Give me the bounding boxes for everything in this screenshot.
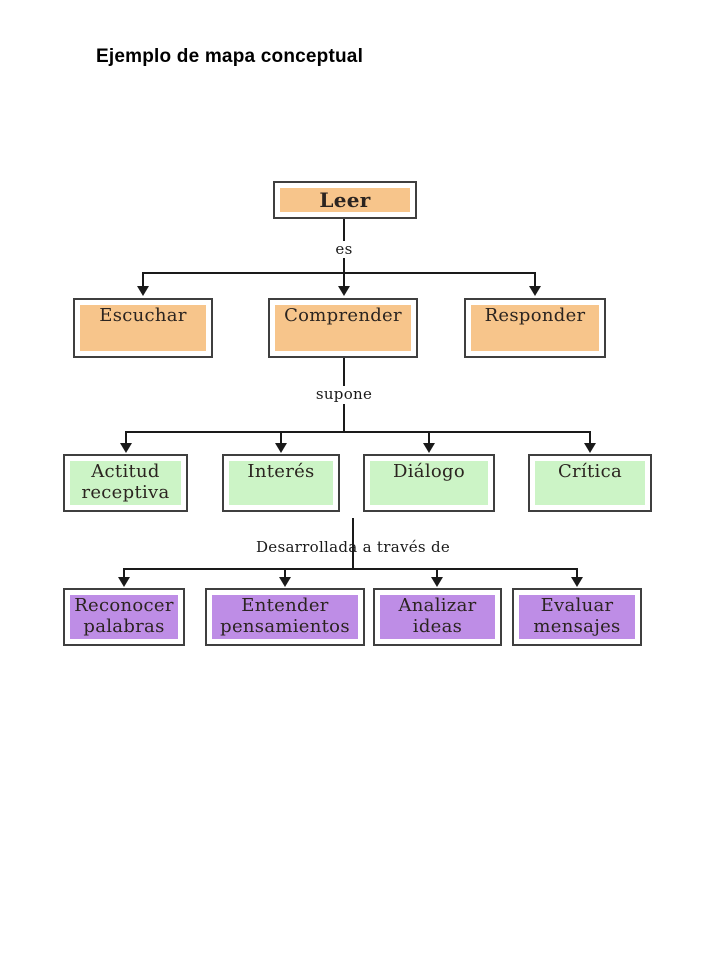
link-label-desarrollada: Desarrollada a través de	[255, 538, 451, 556]
node-analizar-ideas-label: Analizar ideas	[380, 595, 495, 639]
slide-title: Ejemplo de mapa conceptual	[96, 46, 364, 67]
connector-line	[284, 568, 286, 579]
node-comprender: Comprender	[268, 298, 418, 358]
arrow-down-icon	[431, 577, 443, 587]
node-entender-pensamientos-label: Entender pensamientos	[212, 595, 358, 639]
arrow-down-icon	[137, 286, 149, 296]
node-analizar-ideas: Analizar ideas	[373, 588, 502, 646]
link-label-supone: supone	[315, 385, 373, 403]
connector-line	[123, 568, 125, 579]
arrow-down-icon	[423, 443, 435, 453]
node-reconocer-palabras: Reconocer palabras	[63, 588, 185, 646]
node-escuchar-label: Escuchar	[80, 305, 206, 351]
node-responder: Responder	[464, 298, 606, 358]
arrow-down-icon	[338, 286, 350, 296]
node-escuchar: Escuchar	[73, 298, 213, 358]
node-evaluar-mensajes-label: Evaluar mensajes	[519, 595, 635, 639]
connector-line	[576, 568, 578, 579]
arrow-down-icon	[584, 443, 596, 453]
node-evaluar-mensajes: Evaluar mensajes	[512, 588, 642, 646]
node-critica: Crítica	[528, 454, 652, 512]
connector-line	[343, 219, 345, 241]
connector-line	[343, 404, 345, 431]
connector-line	[142, 272, 144, 287]
node-leer: Leer	[273, 181, 417, 219]
link-label-es: es	[335, 240, 353, 258]
node-critica-label: Crítica	[535, 461, 645, 505]
connector-line	[125, 431, 590, 433]
connector-line	[428, 431, 430, 444]
connector-line	[343, 258, 345, 272]
node-interes-label: Interés	[229, 461, 333, 505]
arrow-down-icon	[571, 577, 583, 587]
connector-line	[589, 431, 591, 444]
arrow-down-icon	[120, 443, 132, 453]
node-reconocer-palabras-label: Reconocer palabras	[70, 595, 178, 639]
connector-line	[343, 358, 345, 386]
arrow-down-icon	[118, 577, 130, 587]
arrow-down-icon	[529, 286, 541, 296]
node-comprender-label: Comprender	[275, 305, 411, 351]
connector-line	[343, 272, 345, 287]
connector-line	[123, 568, 578, 570]
node-leer-label: Leer	[280, 188, 410, 212]
node-actitud-receptiva-label: Actitud receptiva	[70, 461, 181, 505]
connector-line	[436, 568, 438, 579]
node-responder-label: Responder	[471, 305, 599, 351]
connector-line	[280, 431, 282, 444]
node-dialogo: Diálogo	[363, 454, 495, 512]
node-interes: Interés	[222, 454, 340, 512]
arrow-down-icon	[275, 443, 287, 453]
node-actitud-receptiva: Actitud receptiva	[63, 454, 188, 512]
connector-line	[125, 431, 127, 444]
connector-line	[352, 518, 354, 568]
connector-line	[142, 272, 536, 274]
connector-line	[534, 272, 536, 287]
node-dialogo-label: Diálogo	[370, 461, 488, 505]
arrow-down-icon	[279, 577, 291, 587]
node-entender-pensamientos: Entender pensamientos	[205, 588, 365, 646]
